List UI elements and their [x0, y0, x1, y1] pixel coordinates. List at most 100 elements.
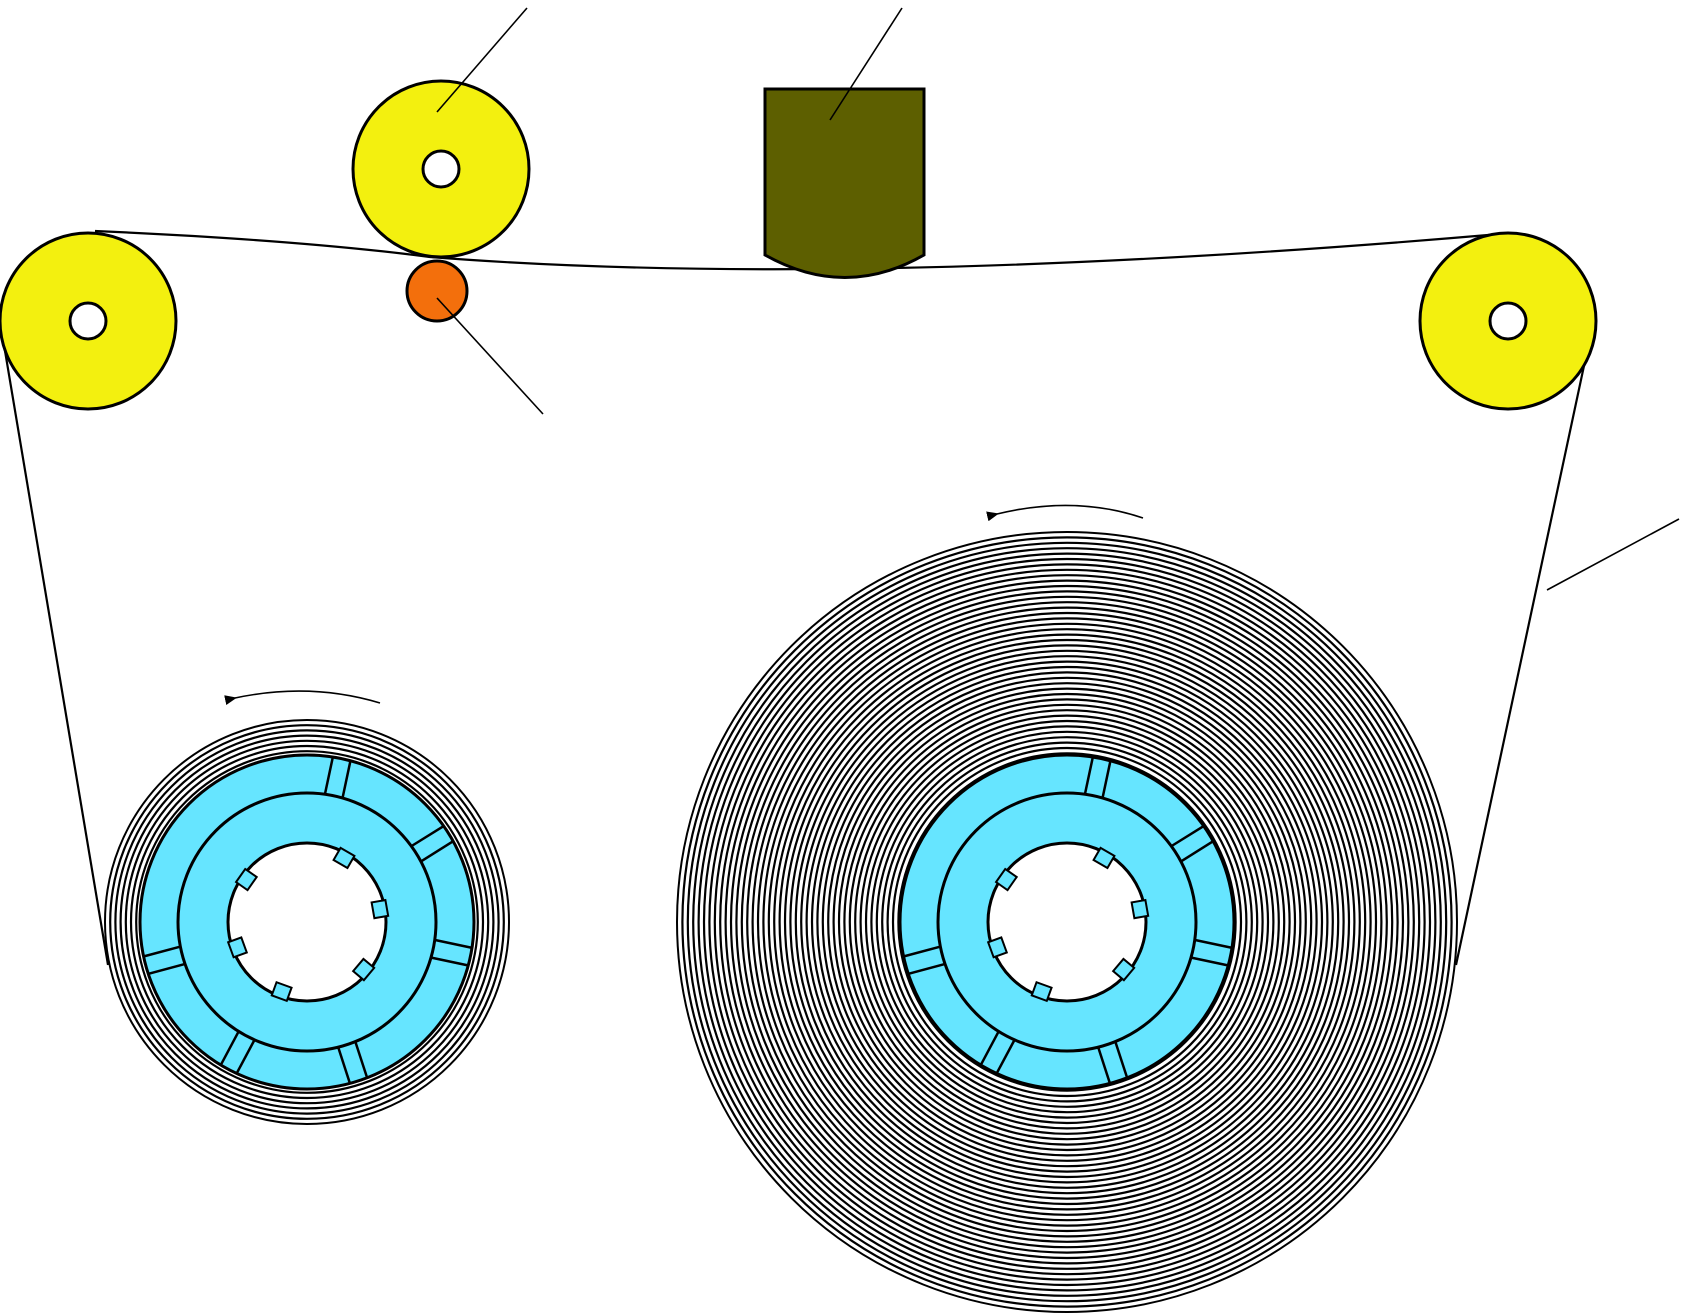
- leader-line-top-roller: [436, 7, 528, 113]
- tape-winding: [713, 568, 1421, 1276]
- tape-winding: [881, 736, 1253, 1108]
- hub-spoke-edge: [420, 840, 455, 863]
- hub-tab: [986, 936, 1009, 959]
- tape-winding: [816, 671, 1318, 1173]
- tape-winding: [740, 595, 1394, 1249]
- tape-top-span: [94, 229, 1501, 271]
- hub-spoke-edge: [1191, 956, 1229, 967]
- hub-spoke-edge: [143, 945, 181, 958]
- hub-tab: [270, 980, 293, 1003]
- hub-spoke-edge: [337, 1047, 352, 1084]
- tape-winding: [891, 746, 1243, 1098]
- hub-tab: [1030, 980, 1053, 1003]
- tape-winding: [686, 541, 1448, 1303]
- hub-spoke-edge: [323, 756, 335, 795]
- hub-spoke-edge: [431, 956, 469, 967]
- tape-winding: [719, 574, 1415, 1270]
- tape-winding: [821, 676, 1313, 1168]
- hub-spoke-edge: [979, 1031, 1000, 1066]
- hub-spoke-edge: [995, 1039, 1016, 1075]
- tape-winding: [778, 633, 1356, 1211]
- tape-winding: [708, 563, 1426, 1281]
- guide-roller-left: [0, 231, 178, 411]
- tape-winding: [129, 744, 485, 1100]
- hub-spoke-edge: [147, 962, 186, 976]
- tape-winding: [805, 660, 1329, 1184]
- hub-spoke-edge: [1194, 938, 1233, 950]
- tape-winding: [800, 655, 1334, 1189]
- hub-spoke-edge: [1083, 756, 1095, 795]
- hub-tab: [1130, 898, 1150, 920]
- tape-winding: [773, 628, 1361, 1216]
- tape-winding: [854, 709, 1280, 1135]
- tape-winding: [875, 730, 1259, 1114]
- head: [763, 87, 926, 279]
- tape-winding: [135, 750, 479, 1094]
- leader-lines: [436, 7, 1680, 591]
- guide-roller-right: [1418, 231, 1598, 411]
- hub-tab: [226, 936, 249, 959]
- tape-winding: [119, 734, 495, 1110]
- tape-winding: [767, 622, 1367, 1222]
- hub-spoke-edge: [434, 938, 473, 950]
- small-reel-hub: [138, 753, 476, 1091]
- tape-winding: [124, 739, 490, 1105]
- hub-spoke-edge: [219, 1031, 240, 1066]
- leader-line-pinch-roller: [436, 297, 544, 415]
- hub-spoke-edge: [235, 1039, 256, 1075]
- tape-winding: [810, 665, 1324, 1179]
- tape-winding: [729, 584, 1405, 1260]
- small-reel-rotation-arrow: [224, 690, 381, 705]
- hub-tab: [370, 898, 390, 920]
- hub-tab: [332, 846, 356, 870]
- tape-winding: [783, 638, 1351, 1206]
- hub-spoke-edge: [1170, 824, 1205, 848]
- hub-spoke-edge: [410, 824, 445, 848]
- pinch-roller: [405, 259, 469, 323]
- tape-winding: [692, 547, 1442, 1297]
- large-reel-rotation-arrow: [986, 504, 1144, 522]
- tape-winding: [827, 682, 1307, 1162]
- tape-winding: [724, 579, 1410, 1265]
- tape-winding: [832, 687, 1302, 1157]
- tape-winding: [697, 552, 1437, 1292]
- tape-winding: [109, 724, 505, 1120]
- hub-tab: [351, 957, 376, 982]
- tape-winding: [735, 590, 1399, 1254]
- hub-tab: [994, 867, 1019, 892]
- hub-spoke-edge: [1101, 760, 1112, 798]
- hub-spoke-edge: [1114, 1041, 1129, 1079]
- tape-winding: [114, 729, 500, 1115]
- tape-winding: [756, 611, 1378, 1233]
- tape-winding: [681, 536, 1453, 1308]
- hub-spoke-edge: [1097, 1047, 1112, 1084]
- hub-spoke-edge: [903, 945, 941, 958]
- tape-right-span: [1454, 332, 1593, 966]
- tape-winding: [746, 601, 1388, 1243]
- leader-line-head: [829, 7, 903, 121]
- hub-center-hole: [226, 841, 388, 1003]
- hub-tab: [1111, 957, 1136, 982]
- hub-spoke-edge: [907, 962, 946, 976]
- tape-winding: [751, 606, 1383, 1238]
- hub-tab: [1092, 846, 1116, 870]
- tape-winding: [886, 741, 1248, 1103]
- tape-winding: [789, 644, 1345, 1200]
- tape-path: [1, 229, 1593, 966]
- hub-spoke-edge: [354, 1041, 369, 1079]
- leader-line-tape: [1546, 518, 1680, 591]
- large-reel-hub: [898, 753, 1236, 1091]
- tape-winding: [843, 698, 1291, 1146]
- tape-winding: [762, 617, 1372, 1227]
- tape-left-span: [1, 338, 110, 966]
- tape-winding: [897, 752, 1237, 1092]
- tape-winding: [837, 692, 1297, 1152]
- tape-winding: [794, 649, 1340, 1195]
- take-up-reel-large: [676, 531, 1458, 1313]
- tape-winding: [859, 714, 1275, 1130]
- tape-winding: [702, 557, 1432, 1287]
- hub-spoke-edge: [341, 760, 352, 798]
- hub-center-hole: [986, 841, 1148, 1003]
- tape-winding: [848, 703, 1286, 1141]
